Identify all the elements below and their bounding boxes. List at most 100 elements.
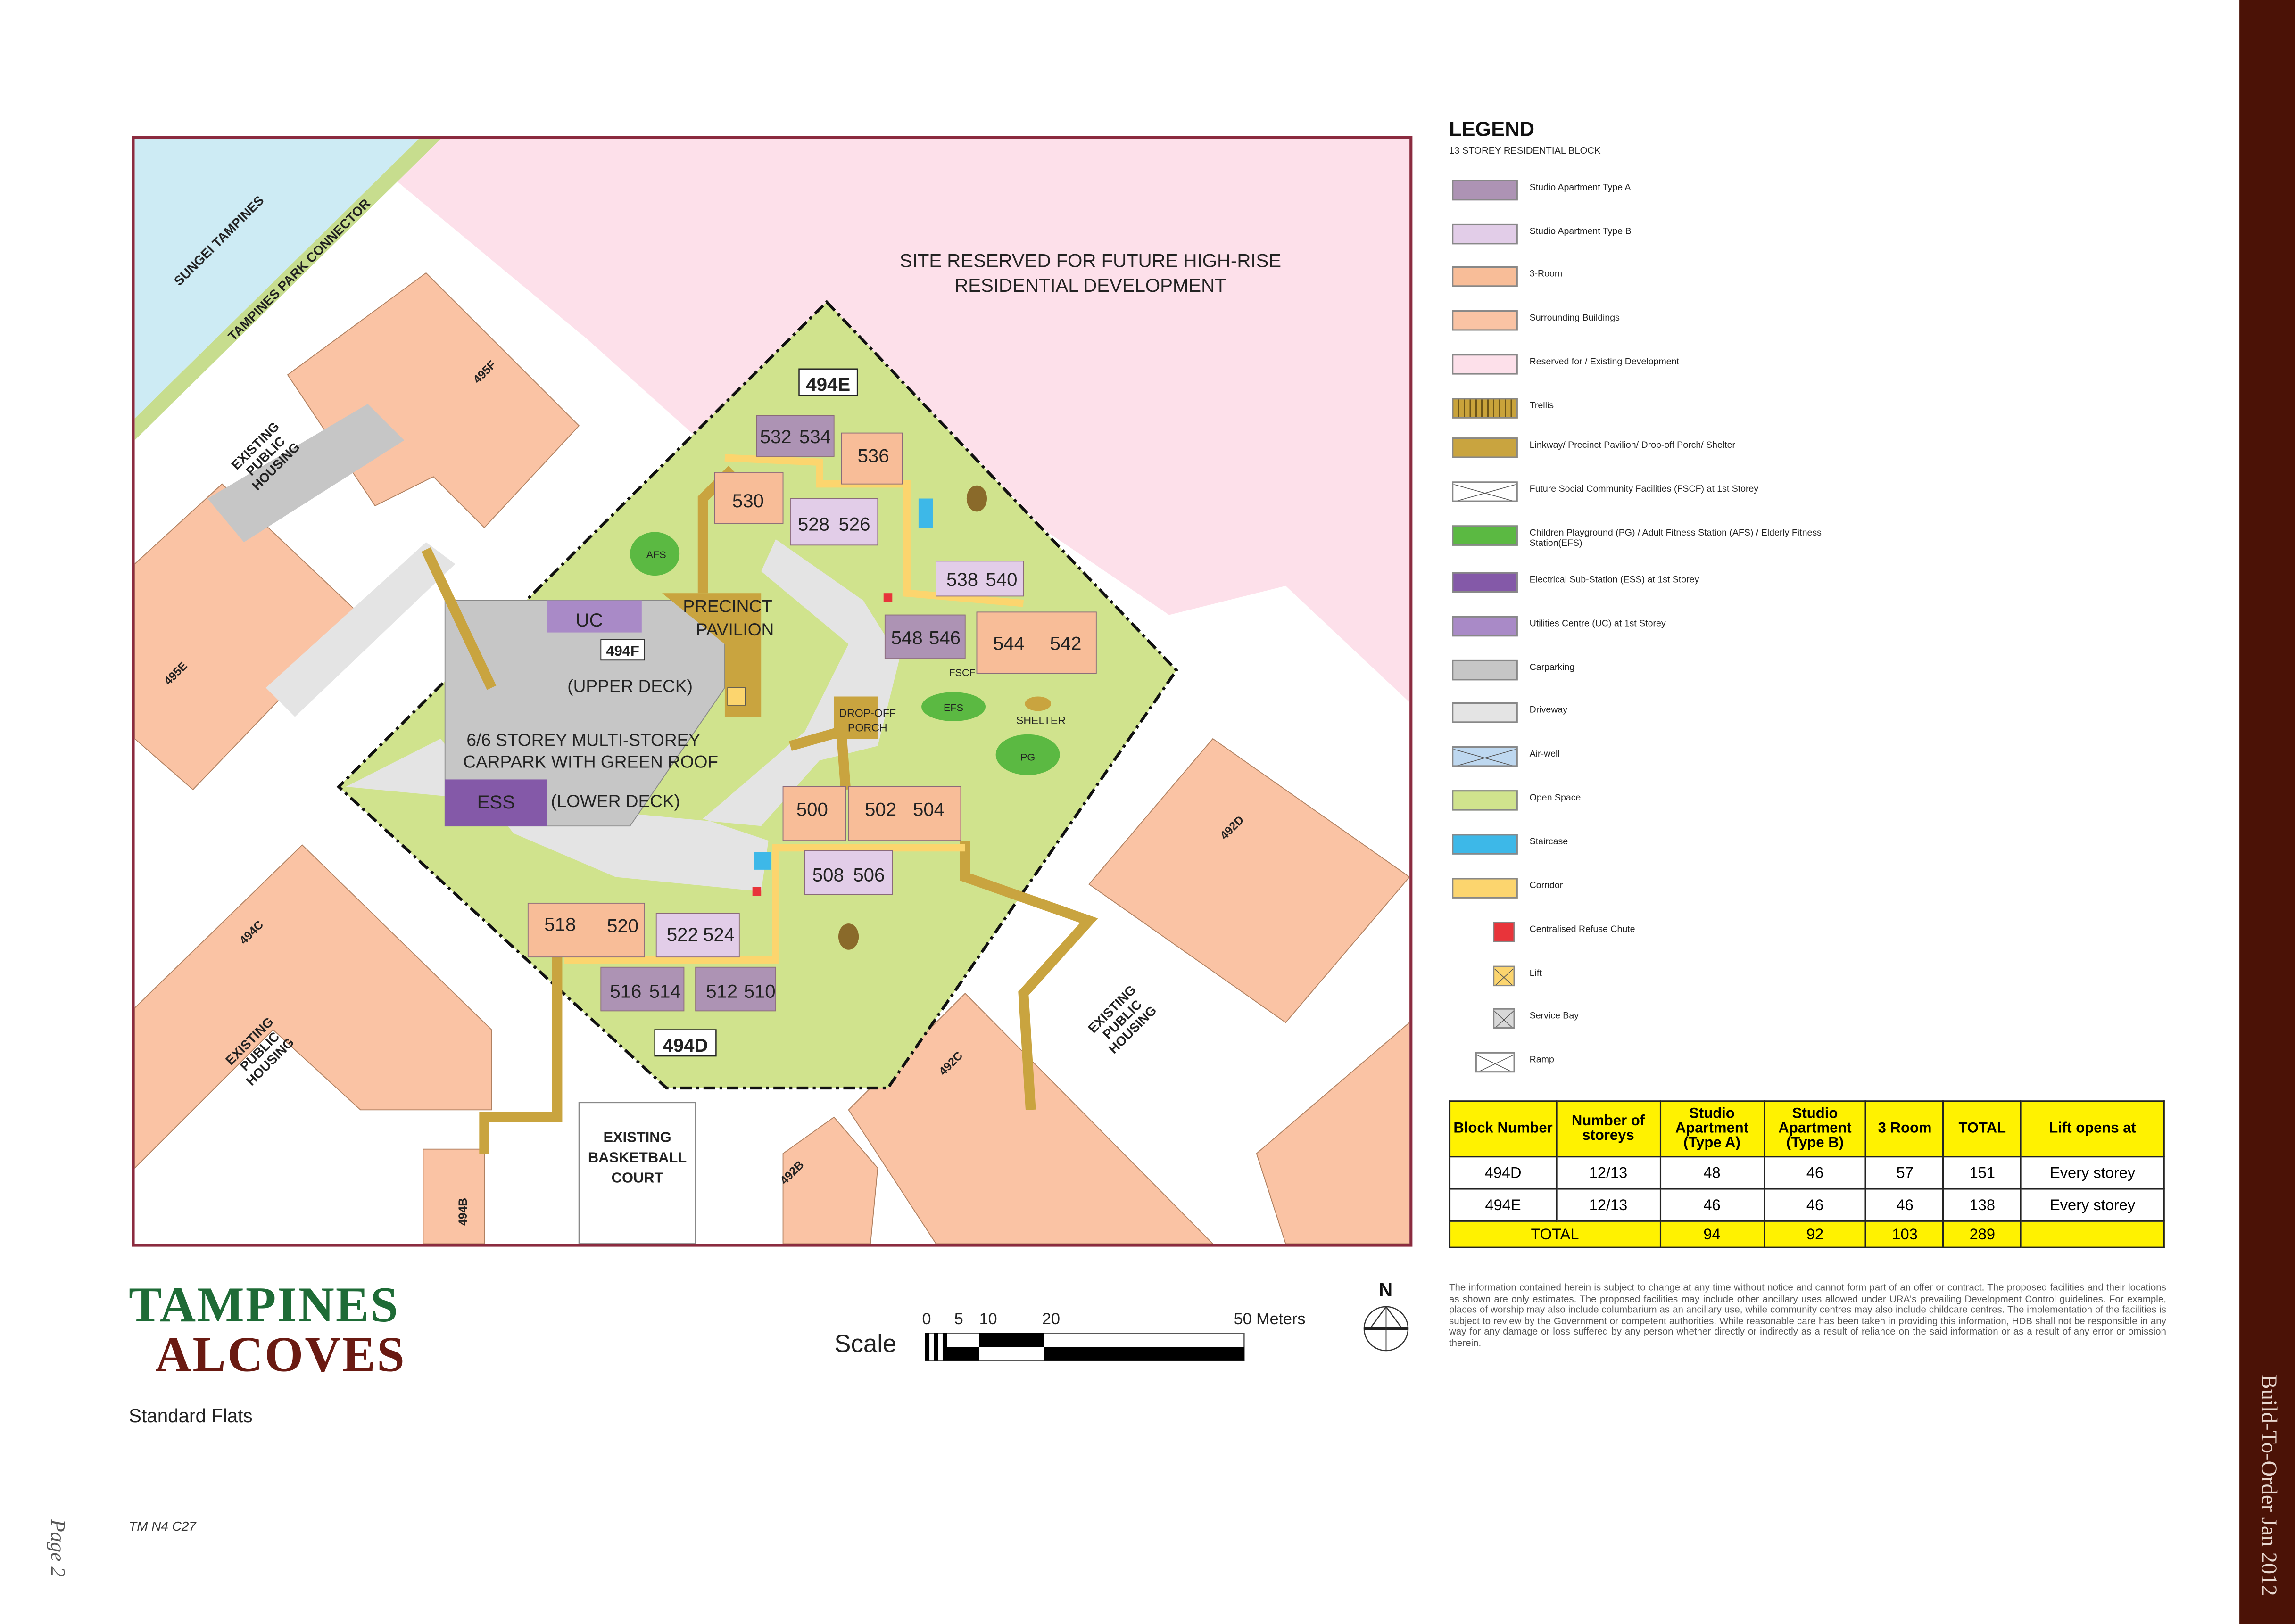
legend-swatch [1452, 790, 1518, 811]
unit-label: 526 [838, 513, 870, 535]
cell: 46 [1659, 1188, 1765, 1222]
legend-item: Open Space [1449, 786, 1830, 815]
legend-swatch [1493, 922, 1515, 942]
unit-block-3room [841, 432, 903, 485]
legend-swatch [1452, 180, 1518, 201]
cell: 289 [1943, 1220, 2022, 1248]
unit-label: 504 [913, 799, 945, 820]
cell: 57 [1865, 1156, 1945, 1190]
linkway [479, 957, 563, 1154]
legend-swatch [1452, 616, 1518, 637]
ess-label: ESS [477, 791, 515, 813]
col-header: TOTAL [1943, 1100, 2022, 1158]
dropoff-label: DROP-OFF [839, 707, 896, 719]
legend-subtitle: 13 STOREY RESIDENTIAL BLOCK [1449, 146, 1601, 157]
logo-alcoves: ALCOVES [155, 1328, 406, 1383]
pg-label: PG [1020, 751, 1035, 763]
unit-mix-table: Block Number Number of storeys Studio Ap… [1449, 1100, 2165, 1248]
col-header: Lift opens at [2020, 1100, 2165, 1158]
uc-label: UC [576, 610, 603, 631]
cell: 103 [1865, 1220, 1945, 1248]
unit-label: 516 [610, 981, 641, 1002]
unit-block-type-b [804, 850, 893, 895]
col-header: Block Number [1449, 1100, 1558, 1158]
legend-swatch [1475, 1052, 1515, 1073]
scale-tick: 20 [1042, 1311, 1061, 1329]
cell: 46 [1865, 1188, 1945, 1222]
linkway [960, 841, 1098, 1111]
block-tag-494e: 494E [806, 374, 850, 395]
cell: 94 [1659, 1220, 1765, 1248]
trellis [838, 923, 859, 950]
legend-label: Ramp [1529, 1055, 1554, 1065]
legend-item: 3-Room [1449, 262, 1830, 291]
carpark-title: 6/6 STOREY MULTI-STOREY [466, 730, 700, 750]
staircase [754, 852, 771, 870]
cell: 494D [1449, 1156, 1558, 1190]
legend-item: Lift [1449, 961, 1830, 990]
cell: TOTAL [1449, 1220, 1661, 1248]
unit-label: 548 [891, 627, 923, 648]
linkway [421, 547, 497, 690]
legend-swatch [1452, 525, 1518, 546]
north-label: N [1378, 1278, 1393, 1301]
unit-label: 502 [865, 799, 896, 820]
basketball-label: EXISTING [603, 1129, 671, 1145]
cell: 46 [1763, 1188, 1867, 1222]
pavilion-label: PAVILION [696, 619, 774, 639]
utilities-centre [547, 600, 642, 633]
unit-label: 522 [667, 924, 698, 945]
legend-label: Future Social Community Facilities (FSCF… [1529, 484, 1759, 495]
basketball-court [578, 1102, 696, 1244]
unit-label: 534 [799, 426, 831, 447]
site-plan-map: 532 534 536 530 528 526 538 540 548 546 … [132, 136, 1413, 1247]
unit-block-type-a [884, 614, 966, 659]
table-header-row: Block Number Number of storeys Studio Ap… [1449, 1100, 2165, 1158]
reserved-site-area [346, 139, 1410, 702]
unit-block-3room [976, 611, 1097, 674]
unit-label: 506 [853, 865, 885, 886]
legend-item: Staircase [1449, 830, 1830, 859]
lift [727, 687, 746, 706]
unit-label: 544 [993, 633, 1025, 654]
unit-label: 512 [706, 981, 737, 1002]
legend-swatch [1452, 354, 1518, 375]
precinct-pavilion [662, 593, 762, 717]
scale-tick: 5 [954, 1311, 963, 1329]
page-number: Page 2 [45, 1519, 67, 1577]
legend-label: Utilities Centre (UC) at 1st Storey [1529, 618, 1666, 629]
staircase [918, 498, 933, 528]
unit-block-type-b [790, 498, 878, 546]
legend-label: Staircase [1529, 837, 1568, 848]
building-492b [782, 1116, 878, 1244]
legend-item: Utilities Centre (UC) at 1st Storey [1449, 611, 1830, 641]
disclaimer: The information contained herein is subj… [1449, 1283, 2166, 1349]
cell: 46 [1763, 1156, 1867, 1190]
logo-tampines: TAMPINES [129, 1278, 400, 1333]
legend-item: Ramp [1449, 1047, 1830, 1077]
unit-block-type-a [600, 966, 685, 1012]
cell: 494E [1449, 1188, 1558, 1222]
unit-label: 510 [744, 981, 776, 1002]
legend-label: Reserved for / Existing Development [1529, 357, 1679, 368]
unit-label: 546 [929, 627, 961, 648]
unit-label: 524 [703, 924, 735, 945]
unit-label: 542 [1050, 633, 1081, 654]
building-494c [134, 844, 492, 1169]
afs-label: AFS [646, 549, 666, 561]
legend-label: Electrical Sub-Station (ESS) at 1st Stor… [1529, 575, 1699, 585]
unit-label: 530 [732, 490, 764, 511]
unit-block-3room [848, 786, 961, 841]
unit-label: 532 [760, 426, 792, 447]
driveway [346, 539, 900, 892]
unit-block-type-a [756, 415, 835, 457]
legend-item: Children Playground (PG) / Adult Fitness… [1449, 521, 1830, 550]
cell: 92 [1763, 1220, 1867, 1248]
carpark-title: CARPARK WITH GREEN ROOF [463, 752, 718, 772]
block-tag-494f: 494F [606, 643, 639, 659]
legend-item: Linkway/ Precinct Pavilion/ Drop-off Por… [1449, 433, 1830, 462]
unit-label: 538 [946, 569, 978, 590]
legend-label: Linkway/ Precinct Pavilion/ Drop-off Por… [1529, 440, 1736, 451]
legend-label: Corridor [1529, 881, 1563, 891]
